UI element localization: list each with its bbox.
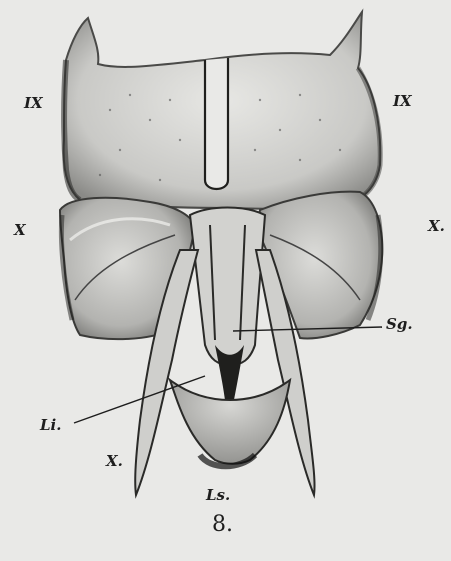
figure-number: 8. [212,514,233,536]
label-sg: Sg. [386,317,413,332]
label-ls: Ls. [206,488,230,503]
segment-ix-plate [64,12,381,209]
label-ix-left: IX [24,96,43,111]
label-x-right: X. [428,219,445,234]
label-x-lower: X. [106,454,123,469]
label-li: Li. [40,418,61,433]
label-ix-right: IX [393,94,412,109]
label-x-left: X [14,223,26,238]
